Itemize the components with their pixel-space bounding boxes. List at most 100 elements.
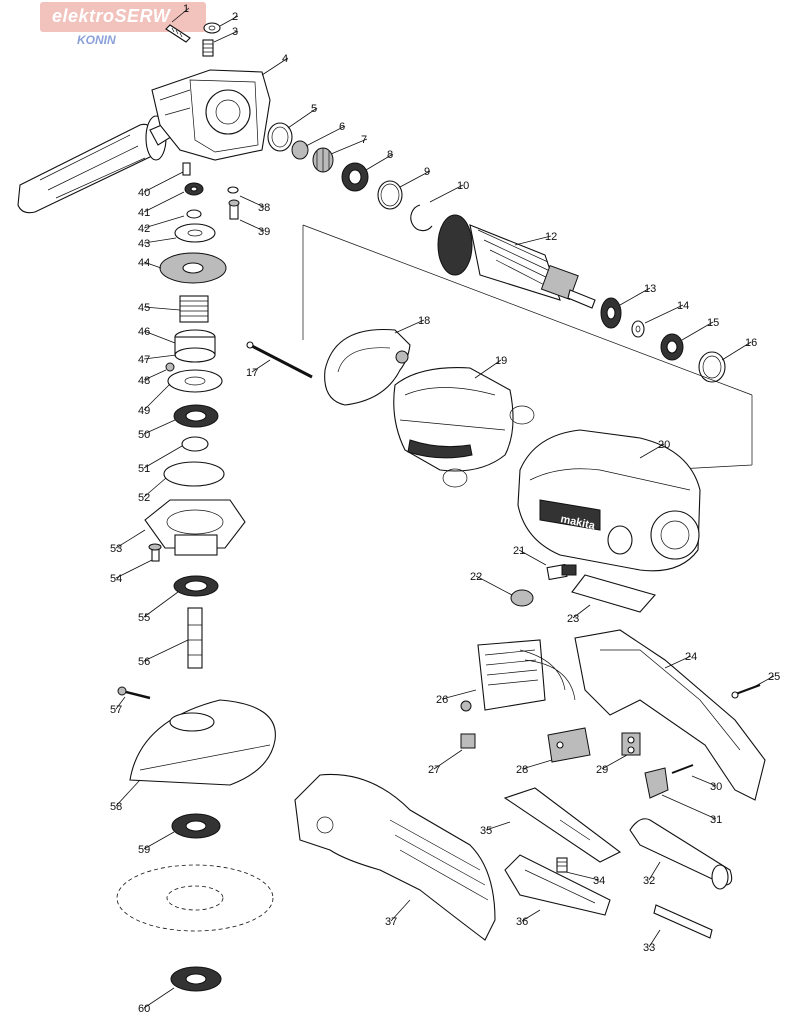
screw-part-47-48: [165, 362, 175, 372]
cap-part-22: [510, 589, 534, 607]
callout-leader-48: [143, 369, 167, 381]
callout-layer: 1234567891012131415161718192021222324252…: [110, 3, 780, 1015]
spring-part-3: [202, 39, 214, 57]
nut-part-6: [291, 140, 309, 160]
callout-number-50: 50: [138, 429, 150, 441]
callout-number-43: 43: [138, 238, 150, 250]
bolt-part-17: [246, 341, 313, 379]
callout-number-13: 13: [644, 283, 656, 295]
callout-number-4: 4: [282, 53, 288, 65]
callout-number-10: 10: [457, 180, 469, 192]
callout-number-1: 1: [183, 3, 189, 15]
washer-part-14: [631, 320, 645, 338]
connector-part-29: [621, 732, 641, 756]
switch-lever-part-36: [504, 854, 611, 916]
callout-leader-25: [751, 675, 775, 689]
callout-number-20: 20: [658, 439, 670, 451]
callout-number-49: 49: [138, 405, 150, 417]
callout-number-15: 15: [707, 317, 719, 329]
terminal-part-28: [547, 727, 591, 763]
callout-number-12: 12: [545, 231, 557, 243]
ring-part-55: [173, 575, 219, 597]
screw-part-57: [117, 686, 151, 700]
callout-leader-17: [251, 359, 271, 373]
bearing-part-13: [600, 297, 622, 329]
callout-leader-42: [143, 215, 185, 229]
callout-number-33: 33: [643, 942, 655, 954]
callout-number-14: 14: [677, 300, 689, 312]
callout-leader-59: [143, 831, 175, 850]
field-part-19: [393, 367, 535, 488]
baffle-part-18: [324, 328, 411, 406]
callout-leader-13: [619, 287, 651, 306]
callout-number-18: 18: [418, 315, 430, 327]
gear-part-7: [312, 147, 334, 173]
bearing-part-8: [341, 162, 369, 192]
callout-number-2: 2: [232, 11, 238, 23]
callout-leader-31: [661, 794, 717, 820]
callout-leader-8: [365, 153, 394, 171]
callout-leader-50: [143, 419, 176, 435]
callout-number-25: 25: [768, 671, 780, 683]
callout-leader-3: [213, 30, 239, 43]
callout-number-59: 59: [138, 844, 150, 856]
callout-number-40: 40: [138, 187, 150, 199]
callout-leader-26: [441, 689, 477, 700]
callout-leader-55: [143, 591, 179, 618]
callout-leader-40: [143, 171, 184, 193]
callout-number-56: 56: [138, 656, 150, 668]
callout-number-51: 51: [138, 463, 150, 475]
spindle-part-56: [187, 607, 203, 669]
brush-part-21: [546, 563, 577, 581]
callout-number-9: 9: [424, 166, 430, 178]
callout-number-7: 7: [361, 134, 367, 146]
callout-leader-20: [639, 443, 665, 459]
part-27: [460, 733, 476, 749]
screw-part-25: [731, 684, 761, 699]
callout-leader-33: [648, 929, 661, 948]
callout-leader-34: [565, 871, 600, 881]
callout-number-54: 54: [110, 573, 122, 585]
bearing-part-15: [660, 333, 684, 361]
motor-housing-part-20: makita: [517, 429, 701, 572]
callout-number-46: 46: [138, 326, 150, 338]
callout-leader-18: [394, 319, 425, 334]
callout-leader-47: [143, 354, 177, 360]
plate-part-49: [167, 369, 223, 393]
callout-leader-60: [143, 987, 175, 1009]
callout-leader-12: [514, 235, 552, 246]
callout-leader-41: [143, 191, 185, 213]
bearing-part-50: [173, 404, 219, 428]
callout-number-19: 19: [495, 355, 507, 367]
armature-group-outline: [302, 224, 753, 471]
callout-leader-35: [485, 821, 511, 831]
callout-number-17: 17: [246, 367, 258, 379]
callout-leader-58: [115, 779, 141, 807]
callout-number-55: 55: [138, 612, 150, 624]
washer-part-41: [184, 182, 204, 196]
callout-leader-54: [115, 559, 153, 579]
callout-leader-45: [143, 306, 181, 311]
callout-leader-7: [330, 138, 368, 155]
callout-number-31: 31: [710, 814, 722, 826]
callout-leader-16: [721, 341, 752, 361]
callout-leader-22: [475, 575, 513, 596]
cord-guard-part-32: [629, 818, 733, 890]
callout-leader-56: [143, 639, 189, 662]
callout-leader-10: [429, 184, 464, 203]
callout-leader-9: [399, 170, 431, 188]
bearing-box-part-53: [144, 499, 246, 556]
callout-leader-32: [648, 861, 661, 881]
callout-number-36: 36: [516, 916, 528, 928]
washer-part-42: [186, 209, 202, 219]
nameplate-part-23: [571, 574, 656, 613]
callout-leader-37: [390, 899, 411, 922]
callout-number-3: 3: [232, 26, 238, 38]
spring-part-45: [179, 295, 209, 323]
callout-number-28: 28: [516, 764, 528, 776]
callout-leader-53: [115, 529, 146, 549]
callout-number-60: 60: [138, 1003, 150, 1015]
callout-number-26: 26: [436, 694, 448, 706]
circlip-part-10: [410, 204, 433, 232]
callout-number-21: 21: [513, 545, 525, 557]
